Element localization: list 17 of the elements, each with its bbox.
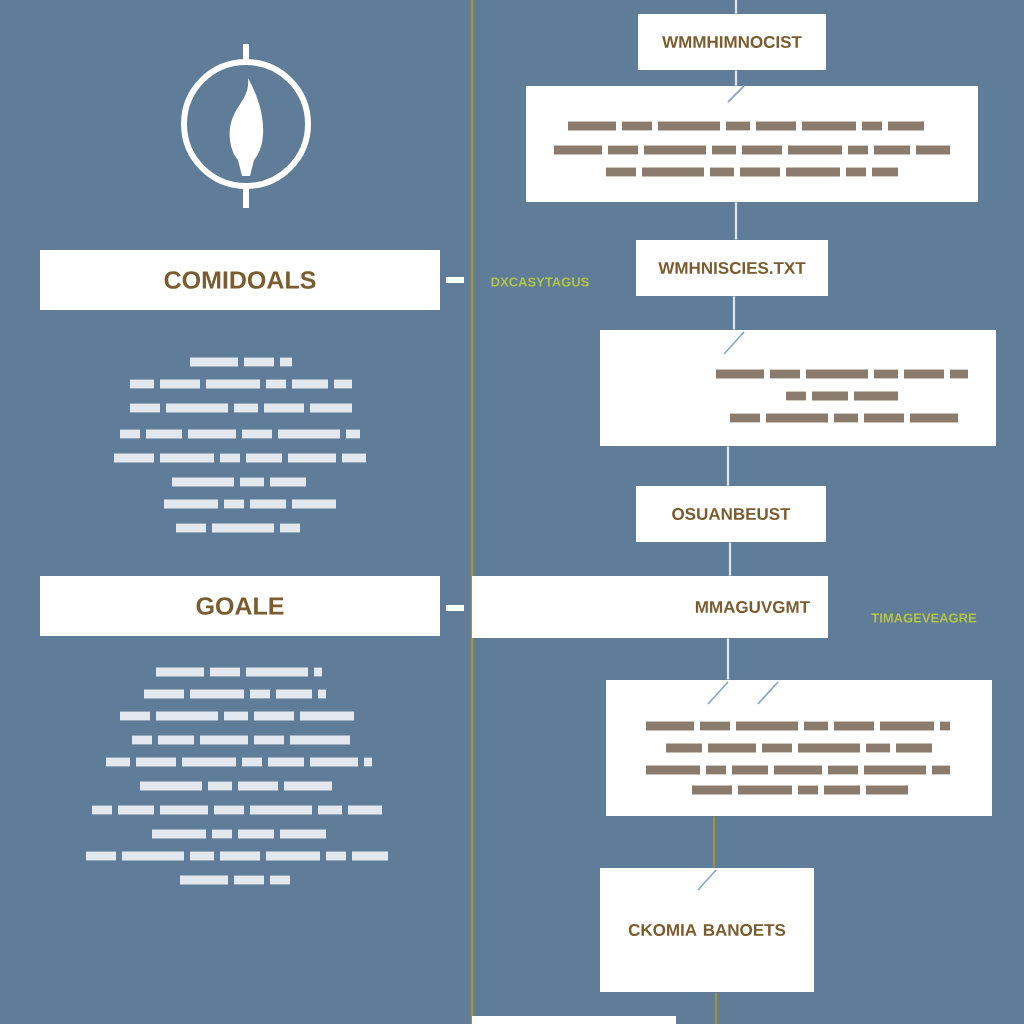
connector-line: [726, 638, 730, 680]
title-box: OSUANBEUST: [636, 486, 826, 542]
title-box: MMAGUVGMT: [472, 576, 828, 638]
connector-line: [712, 816, 716, 868]
heading-box: COMIDOALS: [40, 250, 440, 310]
title-box: WMMHIMNOCIST: [638, 14, 826, 70]
connector-line: [734, 202, 738, 240]
connector-line: [734, 70, 738, 86]
title-box: WMHNISCIES.TXT: [636, 240, 828, 296]
title-box: CKOMIA BANOETS: [600, 868, 814, 992]
connector-line: [734, 0, 738, 14]
connector-line: [732, 296, 736, 330]
connector-line: [726, 446, 730, 486]
connector-line: [714, 992, 718, 1024]
content-box: [600, 330, 996, 446]
connector-line: [728, 542, 732, 576]
heading-box: GOALE: [40, 576, 440, 636]
